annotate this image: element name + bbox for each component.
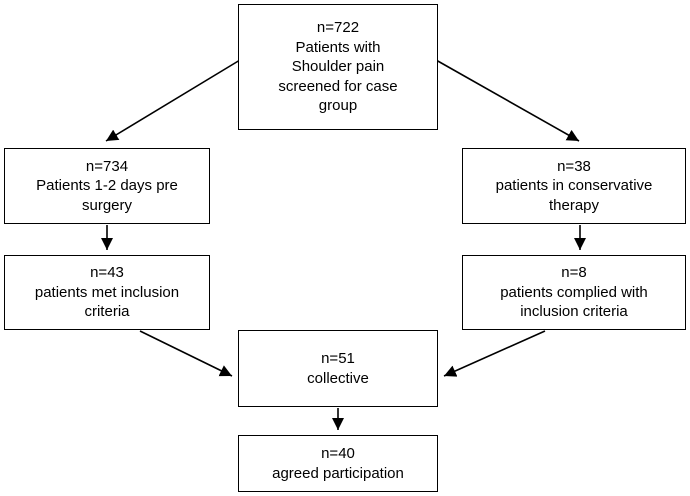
arrow-screened-to-pre-surgery xyxy=(105,59,241,142)
flow-box-conservative-therapy-text: n=38 patients in conservative therapy xyxy=(495,157,653,214)
flow-box-complied-inclusion-text: n=8 patients complied with inclusion cri… xyxy=(500,264,648,321)
flow-box-screened-text: n=722 Patients with Shoulder pain screen… xyxy=(278,19,398,115)
flow-box-complied-inclusion: n=8 patients complied with inclusion cri… xyxy=(462,255,686,330)
arrow-screened-to-conservative xyxy=(435,59,580,142)
arrow-met-inclusion-to-collective xyxy=(139,330,233,377)
flow-box-screened: n=722 Patients with Shoulder pain screen… xyxy=(238,4,438,130)
flow-box-met-inclusion: n=43 patients met inclusion criteria xyxy=(4,255,210,330)
flow-box-agreed-participation: n=40 agreed participation xyxy=(238,435,438,492)
flow-box-agreed-participation-text: n=40 agreed participation xyxy=(272,445,404,482)
flow-box-pre-surgery-text: n=734 Patients 1-2 days pre surgery xyxy=(36,157,178,214)
flow-box-pre-surgery: n=734 Patients 1-2 days pre surgery xyxy=(4,148,210,224)
flow-box-collective-text: n=51 collective xyxy=(307,350,369,387)
flow-box-met-inclusion-text: n=43 patients met inclusion criteria xyxy=(34,264,180,321)
flow-box-collective: n=51 collective xyxy=(238,330,438,407)
flow-box-conservative-therapy: n=38 patients in conservative therapy xyxy=(462,148,686,224)
arrow-complied-to-collective xyxy=(443,330,546,377)
